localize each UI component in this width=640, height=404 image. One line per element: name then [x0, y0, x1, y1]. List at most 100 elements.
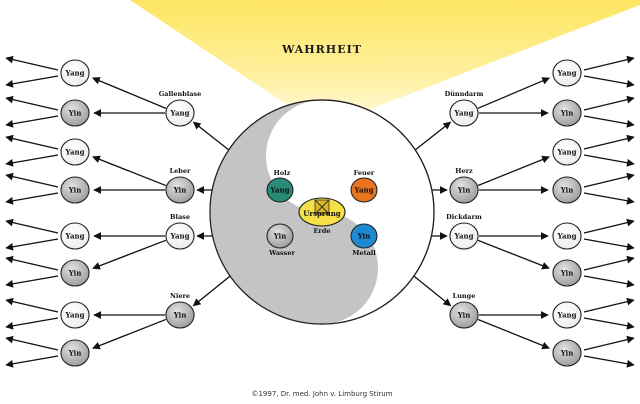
left-outer-node-1-shape: [60, 99, 90, 127]
left-outer-node-7-label: Yin: [68, 349, 82, 358]
arrow-left-fan-down-4: [5, 238, 59, 251]
arrow-right-fan-up-3: [583, 172, 635, 188]
right-outer-node-5-shape: [552, 259, 582, 287]
arrow-right-fan-up-7: [583, 335, 635, 351]
element-erde: Ursprung: [298, 197, 346, 227]
arrow-left-fan-up-5: [5, 255, 59, 271]
organ-0-label: Yang: [170, 109, 190, 118]
organ-label-6: Dickdarm: [446, 213, 482, 221]
element-label-erde: Erde: [313, 227, 330, 235]
left-outer-node-2-label: Yang: [65, 148, 85, 157]
left-outer-node-1-label: Yin: [68, 109, 82, 118]
arrow-left-fan-down-0: [5, 75, 59, 88]
arrow-left-fan-down-2: [5, 154, 59, 167]
organ-label-0: Gallenblase: [159, 90, 202, 98]
arrow-left-outer-7: [92, 318, 167, 350]
organ-7: Yin: [449, 301, 479, 329]
element-feuer-label: Yang: [354, 186, 374, 195]
right-outer-node-4: Yang: [552, 222, 582, 250]
organ-5-shape: [449, 176, 479, 204]
right-outer-node-0-shape: [552, 59, 582, 87]
arrow-right-outer-0: [477, 77, 551, 109]
left-outer-node-6-label: Yang: [65, 311, 85, 320]
arrow-left-fan-up-2: [5, 134, 59, 150]
left-outer-node-4-shape: [60, 222, 90, 250]
right-outer-node-6-shape: [552, 301, 582, 329]
right-outer-node-7-shape: [552, 339, 582, 367]
center-origin-label: Ursprung: [303, 209, 340, 218]
arrow-right-fan-up-5: [583, 255, 635, 271]
title-wahrheit: WAHRHEIT: [281, 43, 362, 56]
right-outer-node-0: Yang: [552, 59, 582, 87]
arrow-left-fan-up-7: [5, 335, 59, 351]
arrow-left-fan-up-0: [5, 55, 59, 71]
organ-3-label: Yin: [173, 311, 187, 320]
right-outer-node-7: Yin: [552, 339, 582, 367]
arrow-left-outer-2: [92, 155, 167, 187]
element-label-wasser: Wasser: [268, 249, 295, 257]
arrow-left-fan-down-7: [5, 355, 59, 368]
organ-0: Yang: [165, 99, 195, 127]
right-outer-node-3-shape: [552, 176, 582, 204]
yin-half: [210, 100, 378, 324]
organ-label-4: Dünndarm: [445, 90, 484, 98]
right-outer-node-6: Yang: [552, 301, 582, 329]
left-outer-node-0-shape: [60, 59, 90, 87]
arrow-left-fan-down-5: [5, 275, 59, 288]
left-outer-node-5: Yin: [60, 259, 90, 287]
element-feuer-shape: [350, 177, 378, 203]
element-holz: Yang: [266, 177, 294, 203]
arrow-right-fan-down-4: [583, 238, 635, 251]
arrow-left-fan-down-3: [5, 192, 59, 205]
arrow-left-fan-down-6: [5, 317, 59, 330]
organ-2-label: Yang: [170, 232, 190, 241]
arrow-right-fan-up-1: [583, 95, 635, 111]
organ-5: Yin: [449, 176, 479, 204]
right-outer-node-1: Yin: [552, 99, 582, 127]
arrow-left-fan-up-1: [5, 95, 59, 111]
arrow-right-outer-2: [477, 155, 550, 187]
left-outer-node-4: Yang: [60, 222, 90, 250]
left-outer-node-2-shape: [60, 138, 90, 166]
organ-6: Yang: [449, 222, 479, 250]
organ-label-2: Blase: [170, 213, 190, 221]
organ-label-1: Leber: [170, 167, 191, 175]
organ-4: Yang: [449, 99, 479, 127]
organ-3: Yin: [165, 301, 195, 329]
arrow-left-fan-down-1: [5, 115, 59, 128]
arrow-left-fan-up-4: [5, 218, 59, 234]
left-outer-node-6-shape: [60, 301, 90, 329]
arrow-right-fan-down-2: [583, 154, 635, 167]
copyright-text: ©1997, Dr. med. John v. Limburg Stirum: [251, 390, 392, 398]
right-outer-node-6-label: Yang: [557, 311, 577, 320]
right-outer-node-2-shape: [552, 138, 582, 166]
arrow-left-outer-0: [92, 77, 167, 109]
right-outer-node-1-shape: [552, 99, 582, 127]
right-outer-node-3-label: Yin: [560, 186, 574, 195]
left-outer-node-1: Yin: [60, 99, 90, 127]
organ-1-shape: [165, 176, 195, 204]
right-outer-node-0-label: Yang: [557, 69, 577, 78]
right-outer-node-2: Yang: [552, 138, 582, 166]
right-outer-node-3: Yin: [552, 176, 582, 204]
element-metall-label: Yin: [357, 232, 371, 241]
arrow-right-fan-down-6: [583, 317, 635, 330]
organ-5-label: Yin: [457, 186, 471, 195]
left-outer-node-3-shape: [60, 176, 90, 204]
right-outer-node-1-label: Yin: [560, 109, 574, 118]
arrow-right-fan-down-5: [583, 275, 635, 288]
arrow-right-fan-down-3: [583, 192, 635, 205]
organ-4-shape: [449, 99, 479, 127]
element-label-feuer: Feuer: [354, 169, 375, 177]
arrow-right-fan-up-4: [583, 218, 635, 234]
left-outer-node-7: Yin: [60, 339, 90, 367]
arrow-right-fan-up-2: [583, 134, 635, 150]
left-outer-node-0: Yang: [60, 59, 90, 87]
organ-1-label: Yin: [173, 186, 187, 195]
arrow-right-fan-down-0: [583, 75, 635, 88]
arrow-right-fan-up-6: [583, 297, 635, 313]
organ-0-shape: [165, 99, 195, 127]
element-holz-shape: [266, 177, 294, 203]
arrow-right-outer-7: [477, 318, 550, 350]
